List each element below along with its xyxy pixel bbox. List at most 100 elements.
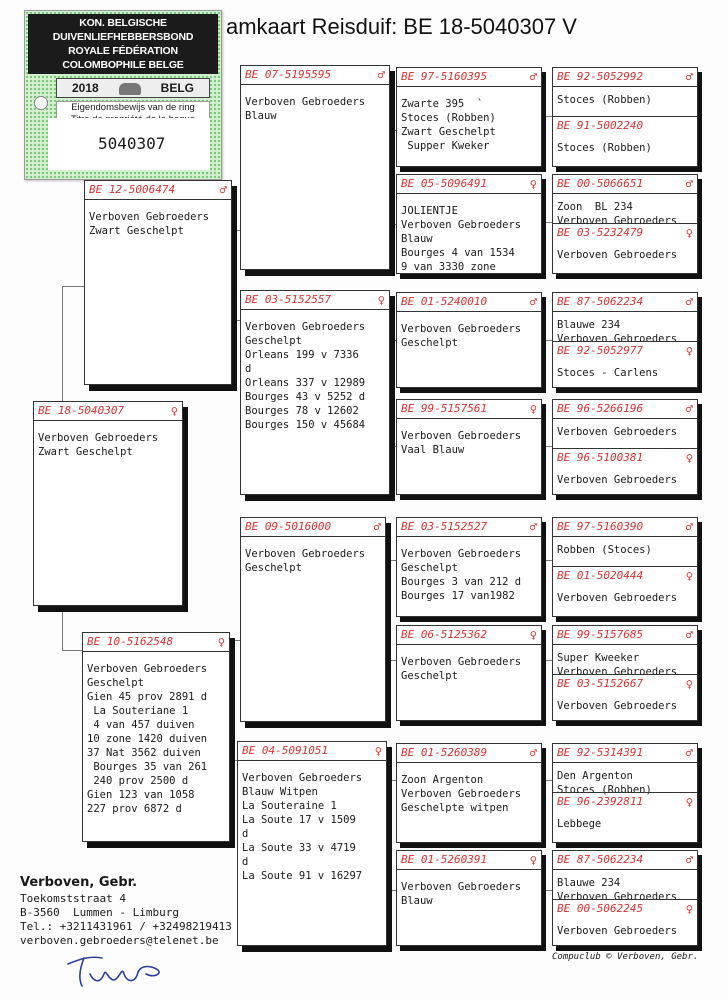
ring-code-text: BE 03-5152557 (245, 293, 332, 306)
sex-symbol: ♂ (685, 402, 693, 416)
pigeon-pair-card-ffmf: BE 00-5066651 ♂ Zoon BL 234 Verboven Gebro… (552, 174, 698, 274)
connector-line (390, 224, 396, 225)
pigeon-card-fm: BE 03-5152557 ♀ Verboven Gebroeders Gesche… (240, 290, 390, 495)
pigeon-details: Zwarte 395 ` Stoces (Robben) Zwart Gesch… (401, 98, 496, 152)
sex-symbol: ♀ (529, 177, 537, 191)
pigeon-details: JOLIENTJE Verboven Gebroeders Blauw Bour… (401, 205, 522, 273)
ring-code: BE 96-2392811♀ (553, 793, 697, 811)
ring-code-text: BE 99-5157685 (557, 628, 644, 641)
sex-symbol: ♂ (377, 68, 385, 82)
ring-hole (34, 96, 48, 110)
pigeon-details: Verboven Gebroeders Geschelpt Orleans 19… (245, 321, 366, 431)
pigeon-card-fff: BE 97-5160395♂ Zwarte 395 ` Stoces (Robbe… (396, 67, 542, 167)
pigeon-details: Stoces (Robben) (557, 94, 652, 106)
sex-symbol: ♀ (529, 402, 537, 416)
sex-symbol: ♂ (219, 183, 227, 197)
sex-symbol: ♂ (685, 177, 693, 191)
connector-line (232, 640, 233, 760)
pigeon-details: Blauwe 234 Verboven Gebroeders (557, 319, 678, 345)
pigeon-details: Verboven Gebroeders Geschelpt (245, 548, 366, 574)
ring-code: BE 99-5157685♂ (553, 626, 697, 645)
ring-code: BE 92-5314391♂ (553, 744, 697, 763)
pigeon-card-ffm: BE 05-5096491♀ JOLIENTJE Verboven Gebroed… (396, 174, 542, 274)
connector-line (390, 560, 396, 561)
pigeon-card-ff: BE 07-5195595♂Verboven Gebroeders Blauw (240, 65, 390, 270)
pigeon-details: Verboven Gebroeders Geschelpt Bourges 3 … (401, 548, 522, 602)
connector-line (232, 230, 240, 231)
ring-code-text: BE 01-5260389 (401, 746, 488, 759)
sex-symbol: ♀ (685, 226, 693, 240)
pigeon-details: Zoon BL 234 Verboven Gebroeders (557, 201, 678, 227)
pigeon-card-mmf: BE 01-5260389♂Zoon Argenton Verboven Geb… (396, 743, 542, 843)
ring-code: BE 00-5062245♀ (553, 900, 697, 918)
pigeon-details: Verboven Gebroeders (557, 700, 678, 712)
sex-symbol: ♂ (685, 520, 693, 534)
ring-code-text: BE 92-5052992 (557, 70, 644, 83)
ring-code-text: BE 07-5195595 (245, 68, 332, 81)
sex-symbol: ♀ (170, 404, 178, 418)
ring-code: BE 01-5260391♀ (397, 851, 541, 870)
pigeon-details: Verboven Gebroeders (557, 474, 678, 486)
ring-code-text: BE 03-5152527 (401, 520, 488, 533)
ring-organisation: KON. BELGISCHE DUIVENLIEFHEBBERSBOND ROY… (28, 14, 218, 74)
pigeon-card-main: BE 18-5040307♀Verboven Gebroeders Zwart … (33, 401, 183, 606)
ring-code: BE 18-5040307♀ (34, 402, 182, 421)
pigeon-details: Verboven Gebroeders Geschelpt Gien 45 pr… (87, 663, 208, 815)
sex-symbol: ♀ (685, 902, 693, 916)
ring-code-text: BE 97-5160395 (401, 70, 488, 83)
pigeon-card-fmmm: BE 96-5100381♀Verboven Gebroeders (553, 448, 697, 487)
ring-code: BE 09-5016000♂ (241, 518, 385, 537)
sex-symbol: ♂ (685, 746, 693, 760)
ring-code-text: BE 03-5232479 (557, 226, 644, 239)
ring-code-text: BE 01-5020444 (557, 569, 644, 582)
ring-code: BE 97-5160395♂ (397, 68, 541, 87)
connector-line (546, 340, 552, 341)
ring-code-text: BE 96-5266196 (557, 402, 644, 415)
ring-code-text: BE 91-5002240 (557, 119, 644, 132)
ring-code: BE 91-5002240 (553, 117, 697, 135)
connector-line (546, 222, 552, 223)
ring-code: BE 06-5125362♀ (397, 626, 541, 645)
pigeon-details: Stoces (Robben) (557, 142, 652, 154)
ring-code: BE 01-5260389 ♂ (397, 744, 541, 763)
pigeon-details: Robben (Stoces) (557, 544, 652, 556)
ring-certificate: KON. BELGISCHE DUIVENLIEFHEBBERSBOND ROY… (24, 10, 222, 180)
pigeon-card-fmf: BE 01-5240010♂Verboven Gebroeders Gesche… (396, 292, 542, 388)
ring-code: BE 05-5096491♀ (397, 175, 541, 194)
sex-symbol: ♀ (374, 744, 382, 758)
pigeon-pair-card-mmff: BE 92-5314391♂Den Argenton Stoces (Robbe… (552, 743, 698, 843)
sex-symbol: ♂ (685, 295, 693, 309)
connector-line (62, 286, 63, 404)
pigeon-details: Verboven Gebroeders (557, 592, 678, 604)
ring-code-text: BE 00-5066651 (557, 177, 644, 190)
breeder-phone: Tel.: +3211431961 / +32498219413 (20, 920, 232, 933)
breeder-email[interactable]: verboven.gebroeders@telenet.be (20, 934, 219, 947)
pigeon-card-father: BE 12-5006474♂Verboven Gebroeders Zwart … (84, 180, 232, 385)
pigeon-card-mf: BE 09-5016000♂ Verboven Gebroeders Gesche… (240, 517, 386, 722)
pigeon-pair-card-mmmf: BE 87-5062234♂Blauwe 234 Verboven Gebroe… (552, 850, 698, 946)
page-title: amkaart Reisduif: BE 18-5040307 V (226, 14, 577, 39)
ring-code-text: BE 87-5062234 (557, 853, 644, 866)
connector-line (62, 286, 84, 287)
pigeon-card-mff: BE 03-5152527♂Verboven Gebroeders Gesche… (396, 517, 542, 617)
ring-code-text: BE 99-5157561 (401, 402, 488, 415)
ring-code: BE 03-5232479 ♀ (553, 224, 697, 242)
pigeon-details: Verboven Gebroeders (557, 249, 678, 261)
ring-code: BE 07-5195595 ♂ (241, 66, 389, 85)
ring-code: BE 92-5052992♂ (553, 68, 697, 87)
ring-code: BE 99-5157561 ♀ (397, 400, 541, 419)
sex-symbol: ♀ (529, 853, 537, 867)
sex-symbol: ♂ (529, 746, 537, 760)
ring-code: BE 04-5091051♀ (238, 742, 386, 761)
pigeon-card-mmfm: BE 96-2392811♀ Lebbege (553, 792, 697, 831)
connector-line (390, 446, 396, 447)
sex-symbol: ♀ (377, 293, 385, 307)
pigeon-pair-card-fmff: BE 87-5062234♂Blauwe 234 Verboven Gebroe… (552, 292, 698, 388)
sex-symbol: ♀ (685, 451, 693, 465)
pigeon-details: Lebbege (557, 818, 602, 830)
ring-country: BELG (160, 81, 195, 95)
connector-line (546, 890, 552, 891)
connector-line (546, 116, 552, 117)
